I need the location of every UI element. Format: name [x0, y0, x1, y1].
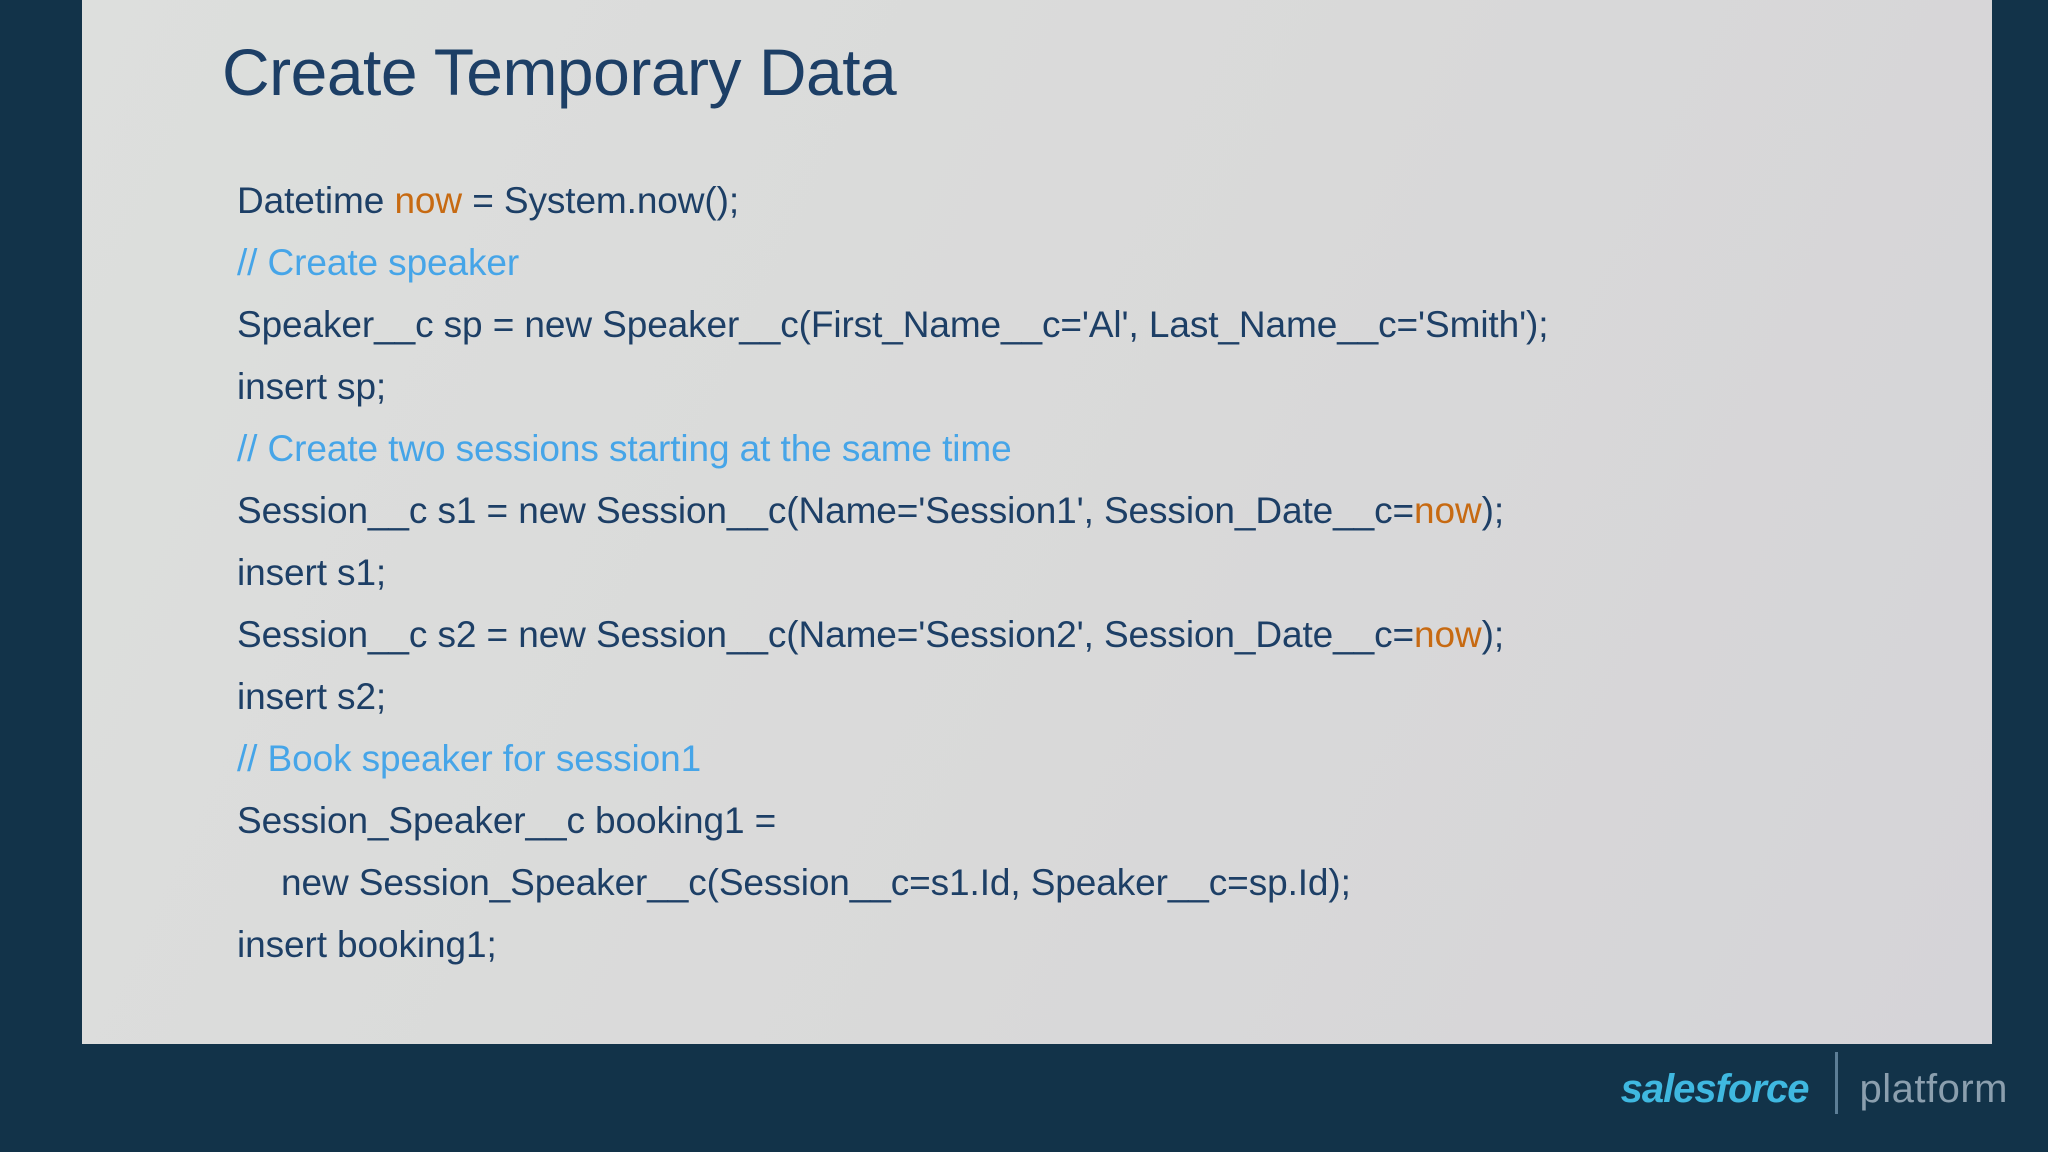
code-token: insert s1;	[237, 552, 387, 593]
code-token: Speaker__c sp = new Speaker__c(First_Nam…	[237, 304, 1549, 345]
salesforce-wordmark: salesforce	[1620, 1067, 1810, 1111]
code-token: Session_Speaker__c booking1 =	[237, 800, 777, 841]
code-token: insert booking1;	[237, 924, 497, 965]
code-line: insert sp;	[237, 356, 1997, 418]
code-line: Datetime now = System.now();	[237, 170, 1997, 232]
code-comment-line: // Create two sessions starting at the s…	[237, 418, 1997, 480]
code-token-variable: now	[1414, 490, 1482, 531]
code-line: insert booking1;	[237, 914, 1997, 976]
code-token-variable: now	[1414, 614, 1482, 655]
code-line: Session__c s2 = new Session__c(Name='Ses…	[237, 604, 1997, 666]
code-token: // Create two sessions starting at the s…	[237, 428, 1012, 469]
code-block: Datetime now = System.now(); // Create sp…	[237, 170, 1997, 976]
code-line: insert s2;	[237, 666, 1997, 728]
platform-wordmark: platform	[1859, 1067, 2008, 1111]
code-token: Datetime	[237, 180, 395, 221]
code-line: Session_Speaker__c booking1 =	[237, 790, 1997, 852]
code-token: Session__c s2 = new Session__c(Name='Ses…	[237, 614, 1415, 655]
code-token: );	[1481, 490, 1505, 531]
code-token-variable: now	[394, 180, 463, 221]
code-token: insert s2;	[237, 676, 387, 717]
code-line: insert s1;	[237, 542, 1997, 604]
code-token: = System.now();	[462, 180, 740, 221]
code-line: Session__c s1 = new Session__c(Name='Ses…	[237, 480, 1997, 542]
code-token: Session__c s1 = new Session__c(Name='Ses…	[237, 490, 1415, 531]
code-line: Speaker__c sp = new Speaker__c(First_Nam…	[237, 294, 1997, 356]
code-token: new Session_Speaker__c(Session__c=s1.Id,…	[281, 862, 1351, 903]
code-comment-line: // Create speaker	[237, 232, 1997, 294]
footer-logo: salesforce platform	[1620, 1052, 2008, 1116]
page-title: Create Temporary Data	[222, 35, 897, 109]
code-comment-line: // Book speaker for session1	[237, 728, 1997, 790]
code-line: new Session_Speaker__c(Session__c=s1.Id,…	[237, 852, 1997, 914]
logo-divider	[1834, 1052, 1838, 1114]
code-token: // Book speaker for session1	[237, 738, 702, 779]
code-token: );	[1481, 614, 1505, 655]
content-panel: Create Temporary Data Datetime now = Sys…	[82, 0, 1992, 1044]
code-token: // Create speaker	[237, 242, 520, 283]
code-token: insert sp;	[237, 366, 387, 407]
